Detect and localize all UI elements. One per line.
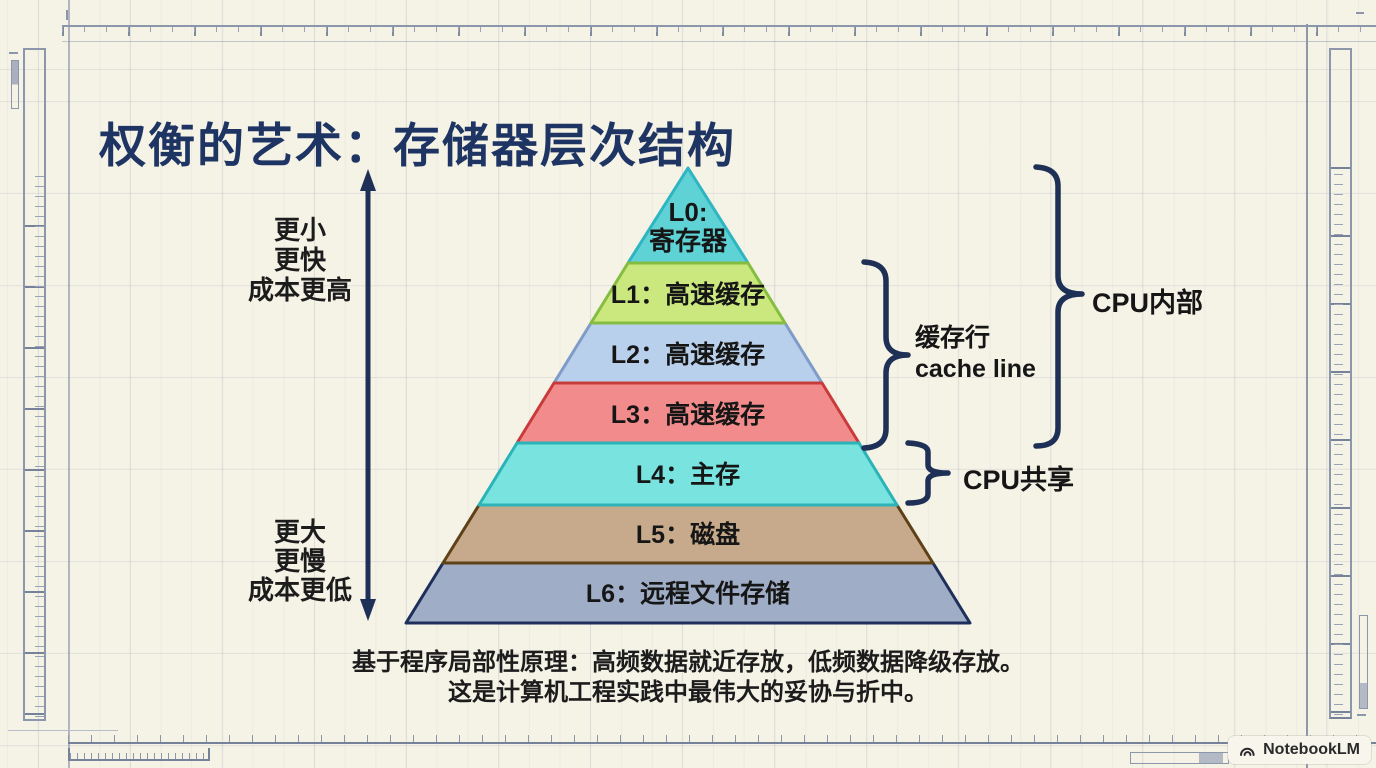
axis-label-smaller: 更小 — [273, 215, 326, 245]
caption-line2: 这是计算机工程实践中最伟大的妥协与折中。 — [448, 679, 928, 706]
pyramid — [404, 166, 972, 625]
label-l0-line1: L0: — [669, 197, 708, 227]
label-l1: L1：高速缓存 — [611, 280, 765, 309]
page-title: 权衡的艺术：存储器层次结构 — [99, 119, 736, 173]
axis-label-bottom: 更大 更慢 成本更低 — [215, 518, 385, 605]
brace-cache-line — [861, 259, 911, 451]
brace-cpu-shared — [905, 440, 951, 506]
label-l5: L5：磁盘 — [636, 520, 740, 549]
notebooklm-logo-icon — [1240, 747, 1255, 756]
axis-label-higher-cost: 成本更高 — [247, 275, 352, 305]
label-l6: L6：远程文件存储 — [586, 579, 790, 608]
pyramid-labels: L0: 寄存器 L1：高速缓存 L2：高速缓存 L3：高速缓存 L4：主存 L5… — [586, 197, 790, 608]
cpu-internal-label: CPU内部 — [1092, 288, 1204, 318]
cache-line-label-zh: 缓存行 — [915, 324, 991, 352]
pyramid-level-l1 — [589, 261, 787, 325]
axis-label-bigger: 更大 — [273, 517, 326, 547]
notebooklm-watermark: NotebookLM — [1228, 736, 1371, 764]
caption: 基于程序局部性原理：高频数据就近存放，低频数据降级存放。 这是计算机工程实践中最… — [0, 648, 1376, 708]
label-l0-line2: 寄存器 — [649, 226, 728, 256]
cpu-shared-label: CPU共享 — [963, 465, 1075, 495]
size-speed-cost-arrow — [360, 169, 376, 621]
brace-cpu-internal — [1033, 164, 1085, 449]
caption-line1: 基于程序局部性原理：高频数据就近存放，低频数据降级存放。 — [352, 649, 1024, 676]
label-l4: L4：主存 — [636, 461, 740, 489]
axis-label-top: 更小 更快 成本更高 — [215, 215, 385, 305]
label-l2: L2：高速缓存 — [611, 340, 765, 369]
axis-label-faster: 更快 — [273, 245, 326, 275]
axis-label-slower: 更慢 — [273, 546, 326, 576]
cache-line-label: 缓存行 cache line — [915, 323, 1036, 385]
watermark-text: NotebookLM — [1263, 741, 1360, 758]
cache-line-label-en: cache line — [915, 355, 1036, 383]
label-l3: L3：高速缓存 — [611, 400, 765, 429]
pyramid-level-l4 — [477, 441, 899, 507]
axis-label-lower-cost: 成本更低 — [247, 575, 352, 605]
